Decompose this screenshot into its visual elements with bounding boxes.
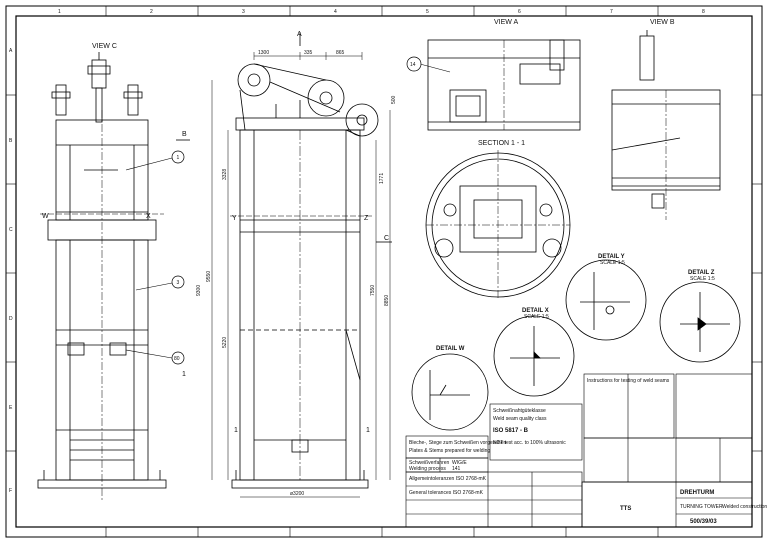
section-mark-x: X — [146, 213, 151, 220]
note-plates: Plates & Stems prepared for welding — [409, 448, 490, 454]
dim-9550: 9550 — [206, 271, 212, 282]
dim-9300: 9300 — [196, 285, 202, 296]
dim-1300: 1300 — [258, 50, 269, 56]
instructions-note: Instructions for testing of weld seams — [587, 378, 670, 384]
section-mark-y: Y — [232, 215, 237, 222]
dim-1771: 1771 — [379, 173, 385, 184]
outer-border — [5, 5, 763, 538]
notes-text: Bleche-, Stege zum Schweißen vorgesehen … — [409, 378, 670, 496]
ruler-labels: 1 2 3 4 5 6 7 8 A B C D E F — [9, 9, 705, 494]
tolerance-note-en: General tolerances ISO 2768-mK — [409, 490, 484, 496]
section-mark-z: Z — [364, 215, 369, 222]
callout-3: 3 — [135, 275, 185, 291]
ruler-col-1: 1 — [58, 9, 61, 15]
dim-diameter-3200: ø3200 — [290, 491, 304, 497]
dim-865: 865 — [336, 50, 345, 56]
callout-80-text: 80 — [174, 356, 180, 362]
view-a-labels: VIEW A SECTION 1 - 1 — [478, 19, 525, 147]
ruler-row-e: E — [9, 405, 13, 411]
ruler-col-3: 3 — [242, 9, 245, 15]
detail-z — [659, 281, 741, 363]
dim-7550: 7550 — [370, 285, 376, 296]
detail-z-label: DETAIL Z — [688, 270, 715, 276]
section-1-1-label: SECTION 1 - 1 — [478, 140, 525, 147]
note-bleche: Bleche-, Stege zum Schweißen vorgesehen — [409, 440, 506, 446]
section-1-1-view — [425, 150, 571, 300]
dim-500: 500 — [391, 95, 397, 104]
detail-x — [493, 315, 575, 397]
ruler-col-7: 7 — [610, 9, 613, 15]
ruler-row-f: F — [9, 488, 12, 494]
section-mark-1-left: 1 — [182, 371, 186, 378]
detail-x-scale: SCALE 1:5 — [524, 314, 549, 320]
ruler-col-6: 6 — [518, 9, 521, 15]
title-desc: Welded construction — [722, 504, 767, 510]
main-elevation-view — [211, 32, 392, 498]
dim-335: 335 — [304, 50, 313, 56]
detail-y — [565, 259, 647, 341]
title-name: DREHTURM — [680, 490, 714, 496]
main-view-labels: A C Y Z 1 1 1300 335 865 500 3328 1771 9… — [196, 31, 397, 497]
weld-table-header-en: Welding process — [409, 466, 446, 472]
ruler-row-a: A — [9, 48, 13, 54]
detail-x-label: DETAIL X — [522, 308, 549, 314]
weld-seam-title: Schweißnahtgüteklasse — [493, 408, 546, 414]
view-b-elevation — [611, 30, 721, 220]
ruler-row-c: C — [9, 227, 13, 233]
dim-5220: 5220 — [222, 337, 228, 348]
weld-code: WIG/E — [452, 460, 467, 466]
section-mark-c: C — [384, 235, 389, 242]
iso-class: ISO 5817 - B — [493, 428, 529, 434]
callout-80: 80 — [125, 349, 185, 365]
ruler-ticks — [6, 6, 762, 537]
detail-z-scale: SCALE 1:5 — [690, 276, 715, 282]
callout-14: 14 — [406, 56, 451, 73]
weld-table-header: Schweißverfahren — [409, 460, 450, 466]
section-mark-b: B — [182, 131, 187, 138]
view-b-label: VIEW B — [650, 19, 675, 26]
view-c-label: VIEW C — [92, 43, 117, 50]
tolerance-note: Allgemeintoleranzen ISO 2768-mK — [409, 476, 487, 482]
title-subtitle: TURNING TOWER — [680, 504, 723, 510]
callout-1: 1 — [125, 150, 185, 171]
ruler-col-2: 2 — [150, 9, 153, 15]
detail-y-scale: SCALE 1:5 — [600, 260, 625, 266]
callout-3-text: 3 — [177, 280, 180, 286]
detail-w-label: DETAIL W — [436, 346, 465, 352]
ruler-col-4: 4 — [334, 9, 337, 15]
section-mark-w: W — [42, 213, 49, 220]
weld-seam-en: Weld seam quality class — [493, 416, 547, 422]
drawing-number: 500/39/03 — [690, 519, 717, 525]
detail-labels: DETAIL W DETAIL X DETAIL Y DETAIL Z SCAL… — [436, 254, 715, 352]
view-a-label: VIEW A — [494, 19, 518, 26]
dim-8850: 8850 — [384, 295, 390, 306]
dim-3328: 3328 — [222, 169, 228, 180]
weld-code-num: 141 — [452, 466, 461, 472]
detail-y-label: DETAIL Y — [598, 254, 625, 260]
company-logo-text: TTS — [620, 506, 631, 512]
ruler-row-d: D — [9, 316, 13, 322]
ruler-col-5: 5 — [426, 9, 429, 15]
ruler-col-8: 8 — [702, 9, 705, 15]
section-mark-a: A — [297, 31, 302, 38]
callout-14-text: 14 — [410, 62, 416, 68]
section-mark-1-a: 1 — [234, 427, 238, 434]
section-mark-1-b: 1 — [366, 427, 370, 434]
ruler-row-b: B — [9, 138, 13, 144]
left-elevation-view — [37, 52, 190, 500]
left-view-labels: VIEW C B W X 1 — [42, 43, 187, 378]
title-block: DREHTURM TURNING TOWER Welded constructi… — [581, 481, 767, 528]
inner-border — [15, 15, 753, 528]
view-a-plan — [427, 39, 581, 131]
ndt-note: NDT test acc. to 100% ultrasonic — [493, 440, 566, 446]
detail-w — [411, 353, 489, 431]
callout-1-text: 1 — [177, 155, 180, 161]
view-b-labels: VIEW B — [650, 19, 675, 26]
